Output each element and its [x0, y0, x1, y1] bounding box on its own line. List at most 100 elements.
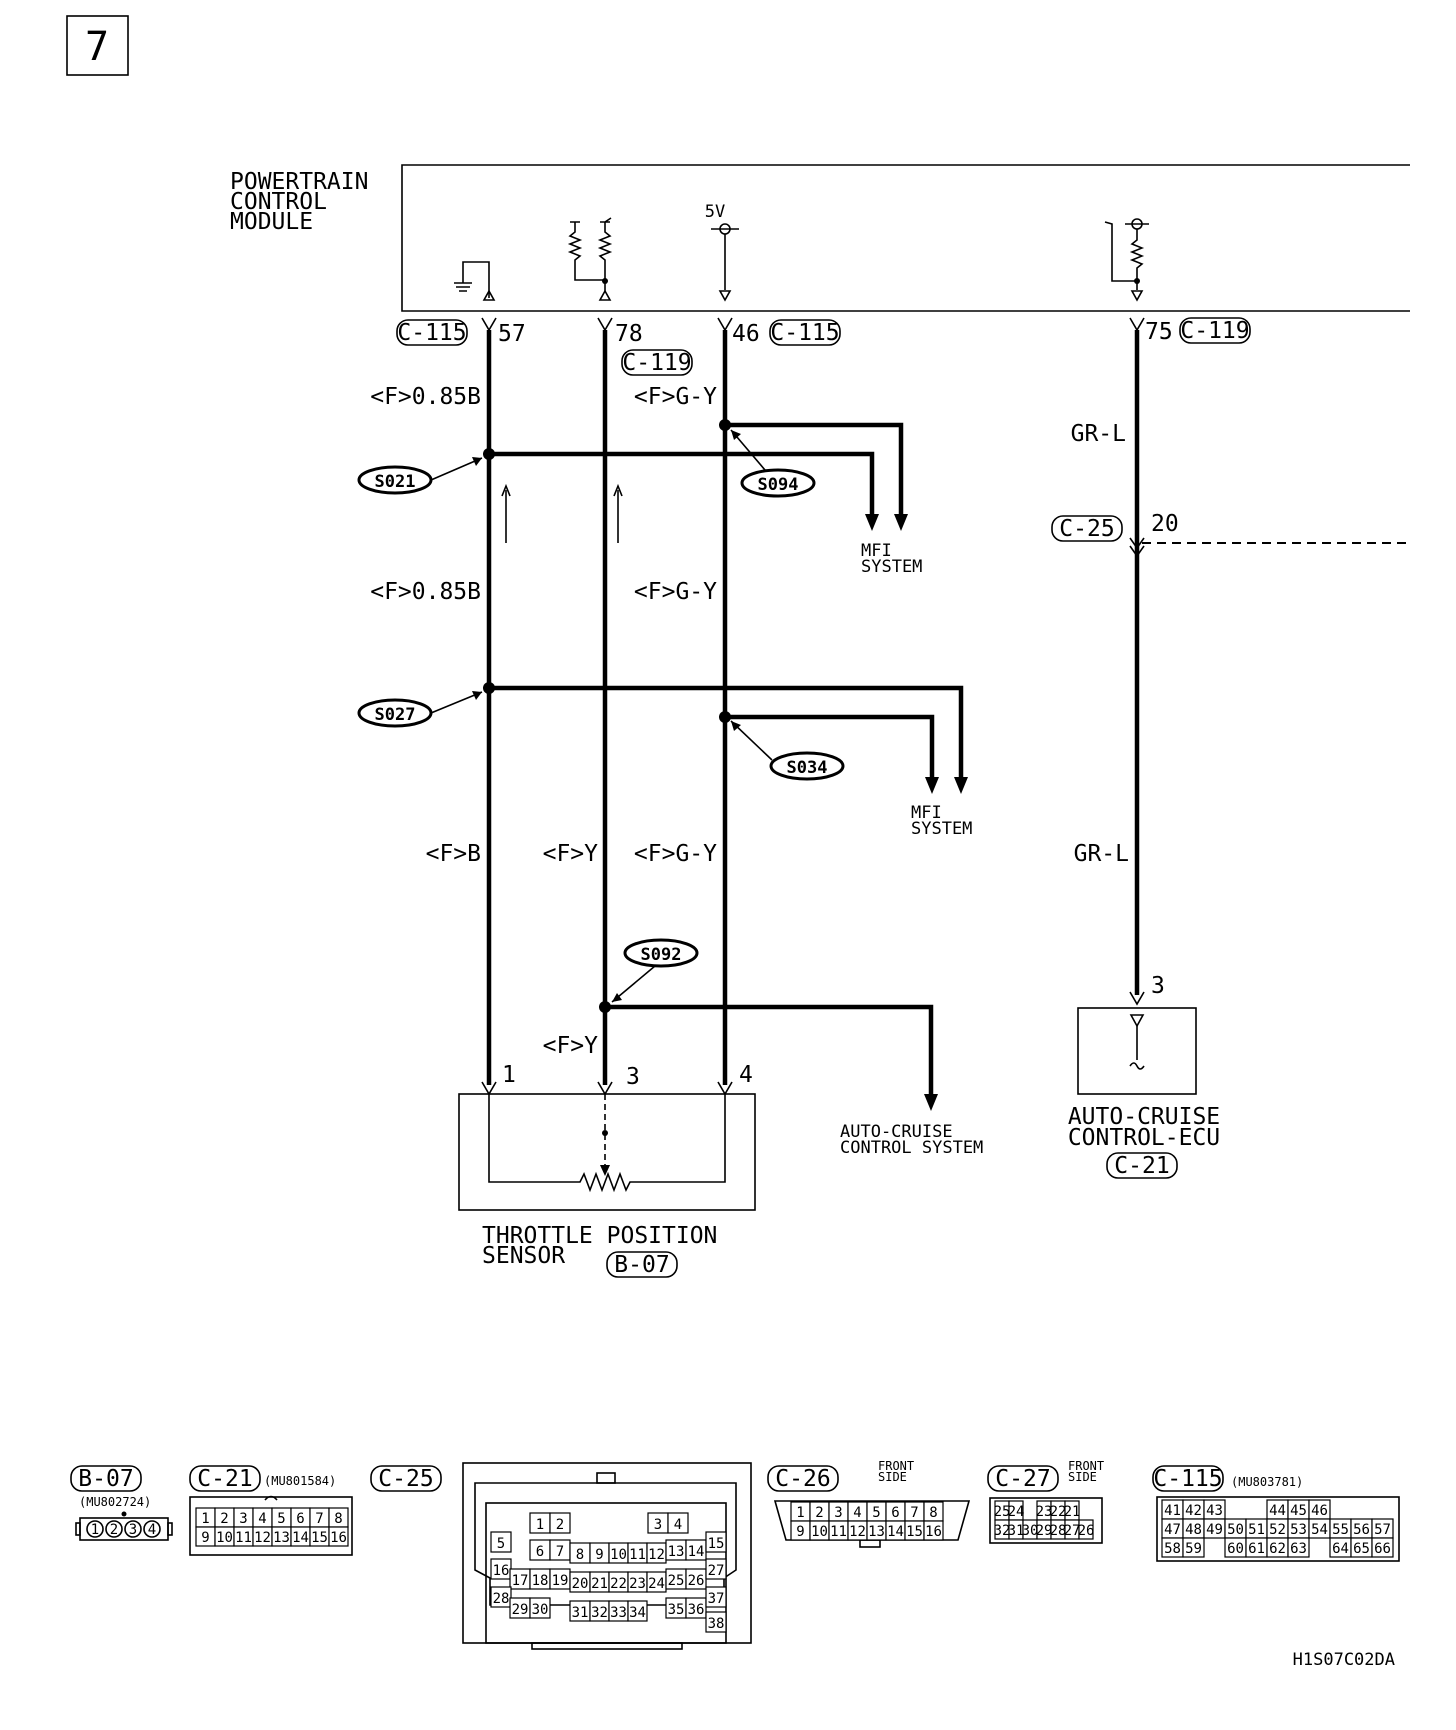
connector-pin-number: 61	[1248, 1541, 1265, 1557]
connector-pin-number: 13	[868, 1524, 885, 1540]
connector-pin-number: 20	[572, 1576, 589, 1592]
pcm-5v-label: 5V	[705, 202, 725, 222]
page-number-box	[66, 15, 129, 76]
svg-text:C-21: C-21	[1114, 1153, 1169, 1179]
connector-pin-number: 27	[1064, 1523, 1081, 1539]
pcm-title-line2: CONTROL	[230, 189, 327, 215]
connector-pin-number: 13	[273, 1530, 290, 1546]
svg-text:(MU802724): (MU802724)	[79, 1495, 151, 1509]
wire-46-label-top: <F>G-Y	[634, 384, 717, 410]
svg-text:B-07: B-07	[78, 1466, 133, 1492]
connector-pin-number: 4	[674, 1517, 682, 1533]
branch-s094-mfi	[725, 422, 904, 515]
ecu-title-line2: CONTROL-ECU	[1068, 1125, 1220, 1151]
svg-text:C-25: C-25	[378, 1466, 433, 1492]
terminal-78	[597, 317, 613, 332]
connector-pin-number: 22	[610, 1576, 627, 1592]
wire-75-label-top: GR-L	[1071, 421, 1126, 447]
connector-pin-number: 21	[591, 1576, 608, 1592]
connector-pin-number: 24	[1008, 1504, 1025, 1520]
svg-text:S021: S021	[375, 472, 416, 492]
connector-pin-number: 23	[1036, 1504, 1053, 1520]
tps-pin-1: 1	[502, 1062, 516, 1088]
connector-pin-number: 17	[512, 1573, 529, 1589]
connector-pin-number: 3	[654, 1517, 662, 1533]
tps-title-line1: THROTTLE POSITION	[482, 1223, 717, 1249]
ecu-connector-label: C-21	[1106, 1152, 1178, 1179]
svg-text:C-21: C-21	[197, 1466, 252, 1492]
pcm-box	[401, 164, 1410, 312]
mfi-lower-line1: MFI	[911, 803, 942, 823]
connector-pin-number: 53	[1290, 1522, 1307, 1538]
connector-pin-number: 7	[910, 1505, 918, 1521]
connector-pin-number: 31	[1008, 1523, 1025, 1539]
arrow-mfi-lower-1	[925, 777, 939, 794]
connector-pin-number: 5	[872, 1505, 880, 1521]
connector-pin-number: 47	[1164, 1522, 1181, 1538]
connector-pin-number: 9	[595, 1547, 603, 1563]
connector-pin-number: 25	[668, 1573, 685, 1589]
connector-pin-number: 26	[1078, 1523, 1095, 1539]
connector-pin-number: 5	[277, 1511, 285, 1527]
svg-text:SIDE: SIDE	[1068, 1470, 1097, 1484]
pcm-ground-symbol	[454, 261, 496, 301]
connector-pin-number: 29	[512, 1602, 529, 1618]
connector-pin-cell	[705, 1586, 727, 1608]
connector-pin-number: 45	[1290, 1503, 1307, 1519]
svg-text:2: 2	[110, 1522, 118, 1538]
mfi-lower-line2: SYSTEM	[911, 819, 972, 839]
connector-pin-number: 38	[708, 1616, 725, 1632]
connector-view-b07: B-07 (MU802724) 1 2 3 4	[70, 1465, 173, 1541]
svg-text:C-115: C-115	[397, 320, 466, 346]
connector-pin-number: 9	[796, 1524, 804, 1540]
connector-pin-number: 6	[296, 1511, 304, 1527]
connector-pin-number: 42	[1185, 1503, 1202, 1519]
pcm-resistor-network	[567, 217, 613, 301]
connector-pin-number: 8	[576, 1547, 584, 1563]
tps-title-line2: SENSOR	[482, 1243, 565, 1269]
tps-potentiometer	[488, 1094, 726, 1193]
connector-pin-number: 41	[1164, 1503, 1181, 1519]
pcm-title-line3: MODULE	[230, 209, 313, 235]
connector-pin-number: 8	[334, 1511, 342, 1527]
connector-pin-number: 2	[815, 1505, 823, 1521]
connector-pin-number: 1	[796, 1505, 804, 1521]
connector-pin-number: 48	[1185, 1522, 1202, 1538]
connector-pin-number: 3	[239, 1511, 247, 1527]
svg-text:C-119: C-119	[622, 350, 691, 376]
svg-text:3: 3	[129, 1522, 137, 1538]
splice-s021: S021	[357, 457, 483, 495]
connector-pin-number: 16	[925, 1524, 942, 1540]
svg-text:C-26: C-26	[775, 1466, 830, 1492]
splice-dot-s092	[599, 1001, 611, 1013]
connector-pin-number: 11	[830, 1524, 847, 1540]
connector-pin-number: 63	[1290, 1541, 1307, 1557]
connector-pin-number: 11	[235, 1530, 252, 1546]
branch-s092-acc	[605, 1004, 934, 1095]
arrow-acc	[924, 1094, 938, 1111]
connector-pin-cell	[667, 1512, 689, 1534]
pcm-input-circuit	[1104, 218, 1149, 302]
connector-pin-number: 4	[258, 1511, 266, 1527]
connector-pin-number: 52	[1269, 1522, 1286, 1538]
wire-57-label-mid: <F>0.85B	[370, 579, 481, 605]
connector-pin-number: 57	[1374, 1522, 1391, 1538]
connector-pin-number: 19	[552, 1573, 569, 1589]
connector-pin-number: 5	[497, 1536, 505, 1552]
terminal-57	[481, 317, 497, 332]
pcm-5v-supply: 5V	[705, 202, 739, 302]
svg-text:46: 46	[732, 321, 760, 347]
wire-78-label-bottom: <F>Y	[543, 1033, 599, 1059]
connector-pin-number: 58	[1164, 1541, 1181, 1557]
connector-pin-number: 49	[1206, 1522, 1223, 1538]
svg-text:C-119: C-119	[1180, 318, 1249, 344]
connector-pin-number: 6	[536, 1544, 544, 1560]
connector-pin-number: 66	[1374, 1541, 1391, 1557]
connector-pin-number: 55	[1332, 1522, 1349, 1538]
connector-pin-number: 31	[572, 1605, 589, 1621]
pin-46-label: 46 C-115	[732, 319, 841, 347]
wire-78-label-low: <F>Y	[543, 841, 599, 867]
svg-text:4: 4	[148, 1522, 156, 1538]
